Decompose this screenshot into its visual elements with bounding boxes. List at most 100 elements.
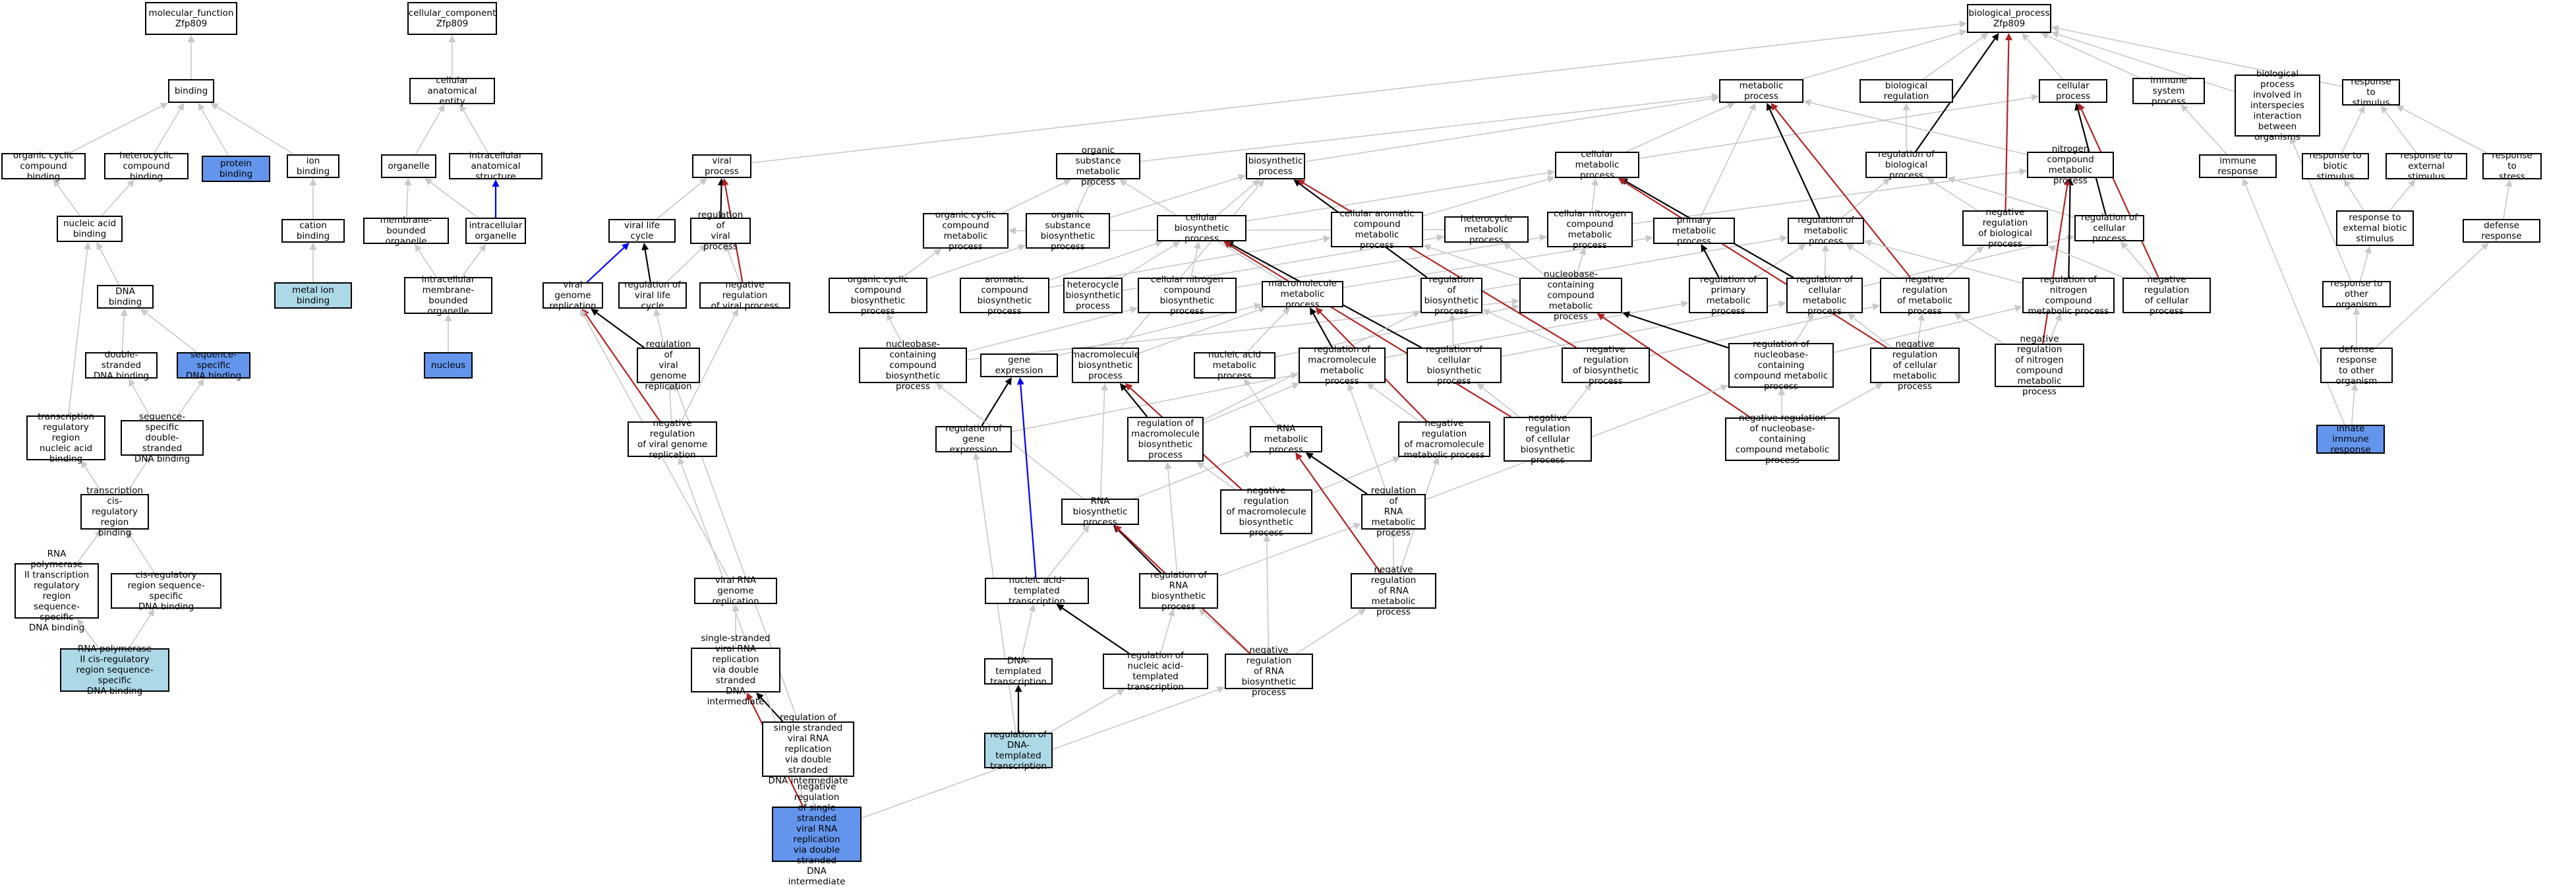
edge-dna-binding-to-nucleic-acid-binding <box>96 242 120 286</box>
edge-neg-reg-metabolic-to-reg-metabolic <box>1846 244 1898 278</box>
edge-organic-cyclic-metabolic-to-organic-substance-metabolic <box>1002 179 1071 214</box>
edge-nucleobase-metabolic-to-cellular-nitrogen-metabolic <box>1575 247 1587 278</box>
edge-response-ext-biotic-to-response-external <box>2389 179 2416 211</box>
edge-membrane-organelle-to-organelle <box>404 178 412 218</box>
edge-neg-reg-cellular-process-to-neg-reg-biological <box>2047 245 2124 278</box>
edge-heterocycle-biosynthetic-to-cellular-biosynthetic <box>1121 241 1181 278</box>
edge-reg-gene-expression-to-gene-expression <box>981 377 1012 427</box>
edge-neg-reg-rna-biosynthetic-to-neg-reg-rna-metabolic <box>1296 609 1366 654</box>
edge-ss-ds-dna-binding-to-ss-dna-binding <box>174 379 204 421</box>
edge-neg-reg-metabolic-to-neg-reg-biological <box>1945 246 1984 278</box>
edge-cellular-biosynthetic-to-biosynthetic-process <box>1217 179 1260 216</box>
edge-response-ext-biotic-to-response-biotic <box>2343 179 2364 211</box>
edge-tr-region-binding-to-nucleic-acid-binding <box>68 242 91 416</box>
edge-biological-regulation-to-bp-root <box>1923 33 1989 80</box>
edge-cellular-process-to-bp-root <box>2022 33 2063 80</box>
edge-ss-ds-dna-binding-to-ds-dna-binding <box>129 379 153 421</box>
edge-neg-reg-viral-genome-replication-to-reg-viral-genome-replication <box>666 383 674 422</box>
edge-rna-biosynthetic-to-nucleobase-biosynthetic <box>935 383 1084 499</box>
edge-reg-rna-biosynthetic-to-reg-rna-metabolic <box>1217 522 1361 577</box>
edge-pol2-tr-binding-to-cis-reg-binding <box>76 530 102 564</box>
edge-reg-ss-viral-rna-replication-to-ss-viral-rna-replication <box>756 692 784 722</box>
edge-reg-na-templated-transcription-to-reg-rna-biosynthetic <box>1159 609 1175 654</box>
edge-heterocyclic-binding-to-binding <box>154 103 185 154</box>
edge-protein-binding-to-binding <box>198 103 229 156</box>
edge-organic-substance-biosynthetic-to-biosynthetic-process <box>1109 174 1246 218</box>
go-term-binding: binding <box>168 79 214 103</box>
edge-neg-reg-cellular-metabolic-to-neg-reg-metabolic <box>1917 313 1925 348</box>
go-term-nucleus: nucleus <box>424 352 473 379</box>
edge-intracellular-organelle-to-organelle <box>424 178 479 218</box>
go-term-dna-binding: DNA binding <box>97 285 154 309</box>
edge-neg-reg-biological-to-reg-biological-process <box>1927 178 1978 211</box>
edge-reg-dna-templated-transcription-to-reg-na-templated-transcription <box>1049 689 1125 733</box>
edge-cellular-nitrogen-biosynthetic-to-cellular-nitrogen-metabolic <box>1236 233 1547 288</box>
edge-intra-membrane-organelle-to-membrane-organelle <box>415 244 437 278</box>
edge-neg-reg-rna-metabolic-to-reg-rna-metabolic <box>1390 530 1397 573</box>
edge-metal-ion-binding-to-cation-binding <box>309 243 317 282</box>
edge-cis-reg-binding-to-ss-ds-dna-binding <box>125 456 151 495</box>
edge-rna-biosynthetic-to-rna-metabolic <box>1133 451 1252 499</box>
edge-cellular-nitrogen-metabolic-to-cellular-metabolic <box>1591 178 1598 212</box>
edge-innate-immune-to-immune-response <box>2242 178 2345 425</box>
edge-response-external-to-response-stimulus <box>2381 106 2417 154</box>
edge-nucleic-acid-binding-to-organic-cyclic-binding <box>53 179 80 216</box>
edge-reg-viral-genome-replication-to-reg-viral-life-cycle <box>653 309 665 348</box>
edge-response-stress-to-response-stimulus <box>2396 106 2488 154</box>
edge-viral-process-to-bp-root <box>751 20 1967 164</box>
edge-neg-reg-rna-biosynthetic-to-neg-reg-macromolecule-biosynthetic <box>1263 534 1271 654</box>
edge-cellular-nitrogen-biosynthetic-to-cellular-biosynthetic <box>1190 241 1201 278</box>
go-term-protein-binding: protein binding <box>202 156 270 182</box>
edge-organic-cyclic-biosynthetic-to-organic-cyclic-metabolic <box>902 249 942 278</box>
edge-neg-reg-nitrogen-metabolic-to-reg-nitrogen-metabolic <box>2047 313 2062 344</box>
edge-cellular-aromatic-metabolic-to-cellular-metabolic <box>1422 175 1555 217</box>
edge-reg-metabolic-to-reg-biological-process <box>1841 178 1890 218</box>
edge-reg-macromolecule-biosynthetic-to-macromolecule-biosynthetic <box>1119 383 1148 417</box>
edge-reg-viral-life-cycle-to-viral-life-cycle <box>641 243 651 283</box>
edge-intracellular-organelle-to-intracellular-structure <box>492 179 500 218</box>
edge-immune-system-process-to-bp-root <box>2041 32 2140 78</box>
edge-cis-reg-binding-to-tr-region-binding <box>80 460 103 495</box>
edge-neg-reg-viral-process-to-reg-viral-process <box>724 244 741 283</box>
edge-reg-nucleobase-metabolic-to-nucleobase-metabolic <box>1622 311 1729 349</box>
go-term-viral-life-cycle: viral life cycle <box>608 219 676 243</box>
go-term-organelle: organelle <box>381 154 436 178</box>
edge-nucleobase-metabolic-to-cellular-aromatic-metabolic <box>1423 244 1520 279</box>
